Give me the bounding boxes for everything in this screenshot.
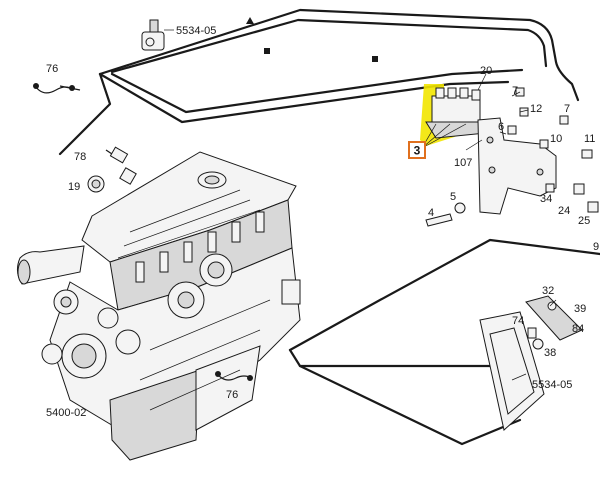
square-marker-icon [372, 56, 378, 62]
clip-76-bottom[interactable] [215, 371, 253, 381]
label-38[interactable]: 38 [544, 347, 556, 359]
label-5534-05-bot[interactable]: 5534-05 [532, 379, 572, 391]
label-5534-05-top[interactable]: 5534-05 [176, 25, 216, 37]
label-7a[interactable]: 7 [512, 85, 518, 97]
fitting-74 [527, 327, 537, 339]
label-32[interactable]: 32 [542, 285, 554, 297]
fittings-group[interactable] [425, 87, 599, 227]
lower-wiring-harness[interactable] [288, 238, 600, 446]
label-19[interactable]: 19 [68, 181, 80, 193]
label-12[interactable]: 12 [530, 103, 542, 115]
fitting-10 [539, 139, 549, 149]
cover-gasket-5534-05[interactable] [479, 295, 583, 431]
label-84[interactable]: 84 [572, 323, 584, 335]
leader-lines [164, 29, 557, 381]
square-marker-icon [264, 48, 270, 54]
label-20[interactable]: 20 [480, 65, 492, 77]
callout-3-label[interactable]: 3 [414, 144, 421, 158]
label-76-bot[interactable]: 76 [226, 389, 238, 401]
clip-76-top[interactable] [33, 83, 75, 94]
connector-38 [532, 338, 544, 350]
engine-assembly[interactable] [16, 151, 301, 461]
nut-5 [454, 202, 466, 214]
label-78[interactable]: 78 [74, 151, 86, 163]
bolt-4 [425, 213, 453, 227]
fitting-24 [573, 183, 585, 195]
upper-wiring-harness[interactable] [58, 8, 580, 159]
label-11[interactable]: 11 [584, 133, 595, 145]
label-76-top[interactable]: 76 [46, 63, 58, 75]
label-6[interactable]: 6 [498, 121, 504, 133]
triangle-marker-icon [246, 17, 254, 24]
label-74[interactable]: 74 [512, 315, 524, 327]
part-labels: 5534-05 76 78 19 20 7 12 6 7 10 11 107 5… [46, 25, 599, 419]
label-34[interactable]: 34 [540, 193, 552, 205]
label-5400-02[interactable]: 5400-02 [46, 407, 86, 419]
label-9[interactable]: 9 [593, 241, 599, 253]
label-5[interactable]: 5 [450, 191, 456, 203]
label-107[interactable]: 107 [454, 157, 472, 169]
screw-39 [547, 301, 557, 311]
fitting-11 [581, 149, 593, 159]
label-10[interactable]: 10 [550, 133, 562, 145]
fitting-25 [587, 201, 599, 213]
fitting-6 [507, 125, 517, 135]
plug-19[interactable] [87, 175, 105, 193]
sensor-5534-05-top[interactable] [141, 19, 165, 51]
fitting-34 [545, 183, 555, 193]
label-7b[interactable]: 7 [564, 103, 570, 115]
label-39[interactable]: 39 [574, 303, 586, 315]
connector-78[interactable] [109, 146, 137, 185]
selected-callout-box[interactable] [408, 141, 426, 159]
fitting-7b [559, 115, 569, 125]
label-4[interactable]: 4 [428, 207, 434, 219]
label-24[interactable]: 24 [558, 205, 570, 217]
label-25[interactable]: 25 [578, 215, 590, 227]
